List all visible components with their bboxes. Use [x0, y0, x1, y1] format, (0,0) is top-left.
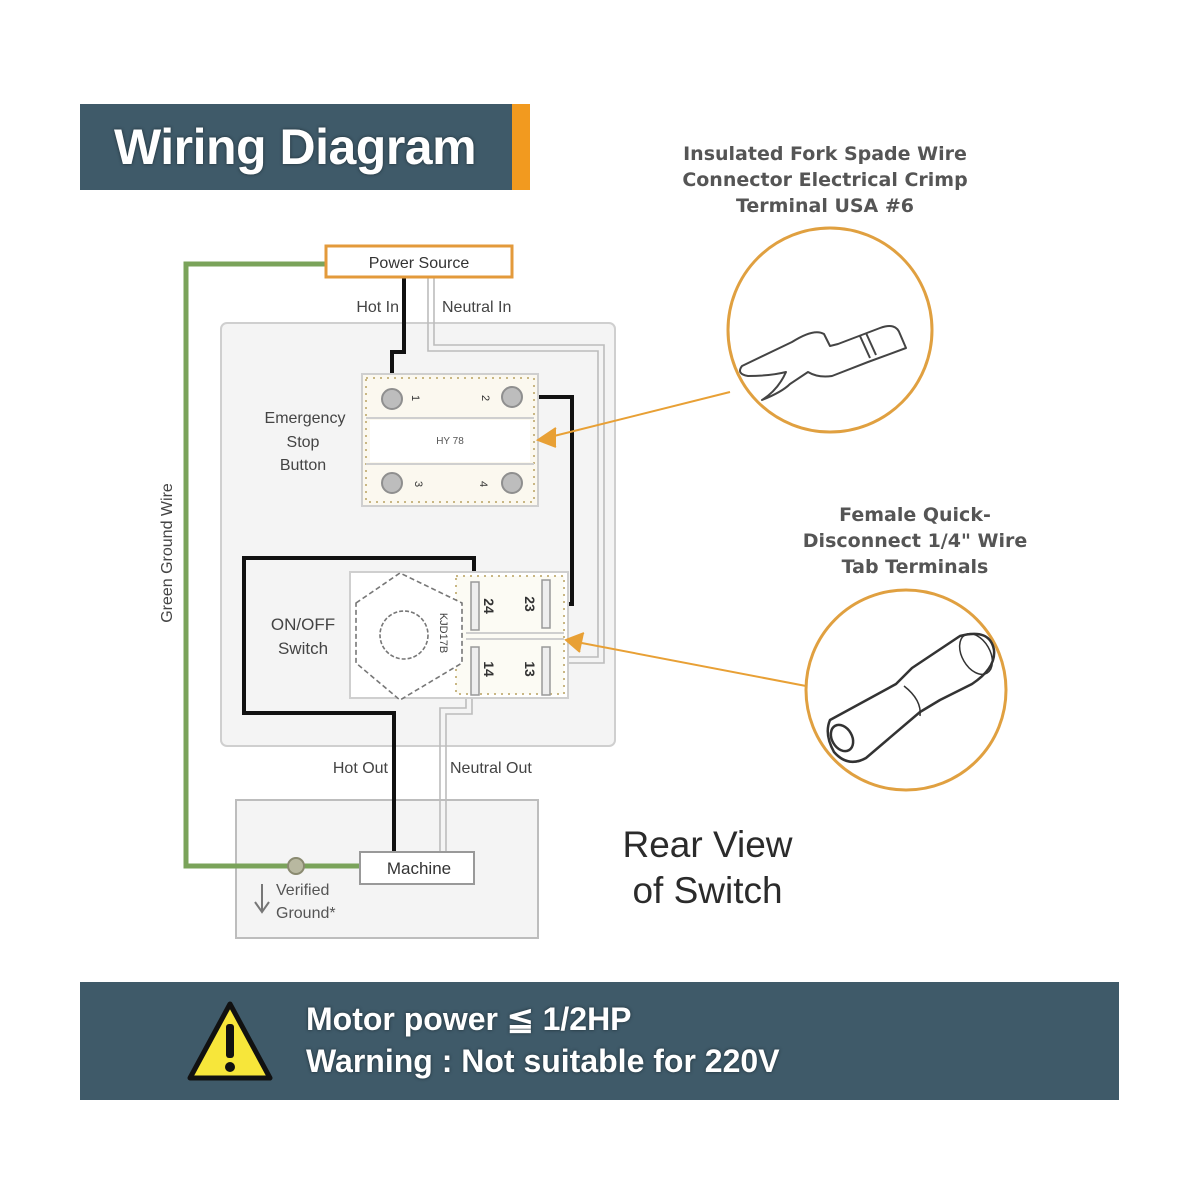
fork-spade-terminal-icon	[739, 325, 907, 401]
switch-shaft-icon	[379, 610, 429, 660]
neutral-out-label: Neutral Out	[450, 760, 532, 777]
estop-label-line: Stop	[287, 434, 320, 451]
callout-arrow-fork	[535, 391, 731, 448]
switch-terminal-23-label: 23	[522, 596, 538, 612]
quick-disconnect-callout	[804, 588, 1008, 792]
page-title: Wiring Diagram	[114, 119, 477, 175]
caption-line: Disconnect 1/4" Wire	[802, 530, 1028, 552]
switch-model: KJD17B	[437, 613, 449, 653]
machine-panel	[235, 799, 539, 939]
estop-terminal-1-icon	[381, 388, 403, 410]
fork-spade-callout	[726, 226, 934, 434]
switch-terminal-24-icon	[470, 581, 480, 631]
caption-line: Female Quick-	[839, 504, 991, 526]
switch-terminal-13-label: 13	[522, 661, 538, 677]
caption-line: Connector Electrical Crimp	[682, 169, 968, 191]
fork-spade-caption: Insulated Fork Spade Wire Connector Elec…	[660, 141, 990, 219]
switch-label: ON/OFF Switch	[271, 615, 335, 658]
neutral-in-label: Neutral In	[442, 299, 511, 316]
warning-voltage: Warning : Not suitable for 220V	[306, 1043, 780, 1079]
switch-label-line: Switch	[278, 639, 328, 658]
neutral-wire	[427, 278, 605, 858]
estop-terminal-3-icon	[381, 472, 403, 494]
estop-terminal-4-icon	[501, 472, 523, 494]
estop-terminal-1-label: 1	[409, 395, 421, 401]
ground-terminal-icon	[287, 857, 305, 875]
caption-line: Terminal USA #6	[735, 195, 915, 217]
power-source-label: Power Source	[369, 255, 470, 272]
female-quick-disconnect-icon	[826, 632, 996, 764]
ground-symbol-icon	[254, 884, 270, 914]
rear-view-caption: Rear View of Switch	[600, 822, 815, 914]
verified-ground-line: Verified	[276, 882, 329, 899]
power-source-box	[324, 244, 514, 279]
ground-wire	[183, 261, 330, 869]
quick-disconnect-caption: Female Quick- Disconnect 1/4" Wire Tab T…	[780, 502, 1050, 580]
warning-motor-power: Motor power ≦ 1/2HP	[306, 1001, 632, 1037]
hot-in-label: Hot In	[356, 299, 399, 316]
estop-terminal-4-label: 4	[477, 481, 489, 487]
switch-terminal-24-label: 24	[481, 598, 497, 614]
estop-label-line: Emergency	[265, 410, 346, 427]
switch-terminal-14-icon	[470, 646, 480, 696]
estop-label-line: Button	[280, 457, 326, 474]
ground-wire-label: Green Ground Wire	[159, 483, 176, 623]
title-accent-bar	[512, 104, 530, 190]
title-banner	[80, 104, 512, 190]
hot-out-label: Hot Out	[333, 760, 389, 777]
emergency-stop-block	[361, 373, 539, 507]
verified-ground-line: Ground*	[276, 905, 336, 922]
switch-terminal-13-icon	[541, 646, 551, 696]
caption-line: Insulated Fork Spade Wire	[683, 143, 967, 165]
rear-view-line: of Switch	[632, 870, 783, 911]
machine-box	[359, 851, 475, 885]
caption-line: Tab Terminals	[841, 556, 989, 578]
switch-terminal-14-label: 14	[481, 661, 497, 677]
estop-terminal-2-label: 2	[479, 395, 491, 401]
callout-arrow-quick-disconnect	[564, 632, 807, 687]
switch-terminal-23-icon	[541, 579, 551, 629]
estop-terminal-2-icon	[501, 386, 523, 408]
estop-label: Emergency Stop Button	[265, 410, 346, 474]
switch-label-line: ON/OFF	[271, 615, 335, 634]
rear-view-line: Rear View	[622, 824, 793, 865]
warning-triangle-icon	[187, 1001, 273, 1081]
on-off-switch-block	[349, 571, 569, 701]
estop-model: HY 78	[436, 436, 464, 447]
machine-label: Machine	[387, 859, 451, 878]
estop-terminal-3-label: 3	[412, 481, 424, 487]
